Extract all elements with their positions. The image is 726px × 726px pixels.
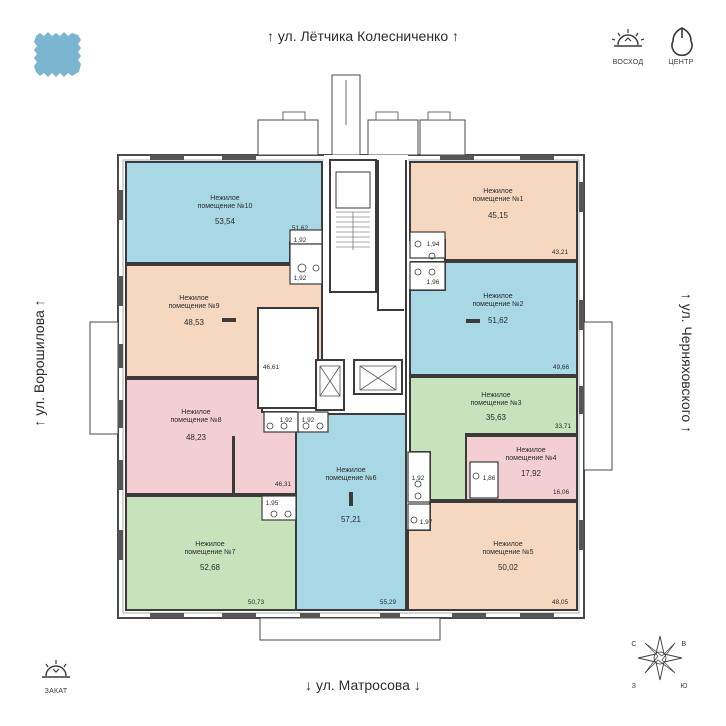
room-1-label: Нежилое помещение №1 45,15 43,21 [473,188,569,256]
room-2-area: 51,62 [488,316,509,325]
room-8-line2: помещение №8 [171,417,222,424]
room-1-line1: Нежилое [483,188,513,195]
room-10-line1: Нежилое [210,195,240,202]
bath-label-3: 1,92 [280,417,293,424]
bath-label-10: 1,97 [420,519,433,526]
bath-label-8: 1,92 [412,475,425,482]
bath-label-9: 1,86 [483,475,496,482]
room-7-corner: 50,73 [248,599,265,606]
room-2-line2: помещение №2 [473,301,524,308]
bathrooms [261,229,499,531]
bath-8b [297,411,329,433]
logo-icon [34,32,81,77]
bath-label-1: 1,92 [294,237,307,244]
compass-e: В [682,641,687,648]
room-5-line2: помещение №5 [483,549,534,556]
room-10-corner: 51,62 [292,225,309,232]
stairs [336,211,370,250]
room-2-line1: Нежилое [483,293,513,300]
compass-icon [637,635,683,681]
bath-label-4: 1,92 [302,417,315,424]
room-3-corner: 33,71 [555,423,572,430]
interior-marks [222,318,480,506]
room-5-line1: Нежилое [493,541,523,548]
bath-label-6: 1,94 [427,241,440,248]
bath-10b [289,243,323,285]
room-3-area: 35,63 [486,413,507,422]
room-6-line2: помещение №6 [326,475,377,482]
room-7-label: Нежилое помещение №7 52,68 50,73 [185,541,265,606]
street-right: ↑ ул. Черняховского ↑ [679,293,695,433]
room-6-label: Нежилое помещение №6 57,21 55,29 [326,467,397,606]
room-9-label: Нежилое помещение №9 48,53 46,61 [169,295,280,371]
center-label: ЦЕНТР [668,59,693,66]
sunset-icon [42,660,70,678]
room-6-area: 57,21 [341,515,362,524]
bath-label-2: 1,92 [294,275,307,282]
elevator-1 [315,359,345,411]
room-4-line2: помещение №4 [506,455,557,462]
room-2-corner: 49,66 [553,364,570,371]
room-1-line2: помещение №1 [473,196,524,203]
sunset-label: ЗАКАТ [45,688,68,695]
compass-s: Ю [680,683,687,690]
room-6-fill [295,413,407,611]
street-left: ↑ ул. Ворошилова ↑ [31,299,47,426]
room-3-line1: Нежилое [481,392,511,399]
room-5-fill [407,501,578,611]
room-9-line2: помещение №9 [169,303,220,310]
windows [118,155,584,618]
bath-5 [407,503,431,531]
bath-1 [409,231,446,259]
sunrise-label: ВОСХОД [613,59,644,66]
room-9-corner: 46,61 [263,364,280,371]
compass-n: С [631,641,636,648]
room-5-label: Нежилое помещение №5 50,02 48,05 [483,541,569,606]
bath-label-5: 1,95 [266,500,279,507]
room-10-area: 53,54 [215,217,236,226]
corridor-block [257,307,319,409]
bath-3 [407,451,431,503]
fixtures [266,240,480,524]
room-8-corner: 46,31 [275,481,292,488]
room-4-line1: Нежилое [516,447,546,454]
room-4-label: Нежилое помещение №4 17,92 16,06 [506,447,570,496]
room-7-area: 52,68 [200,563,221,572]
center-icon [671,27,693,57]
room-3-label: Нежилое помещение №3 35,63 33,71 [471,392,572,430]
room-7-line2: помещение №7 [185,549,236,556]
room-10-label: Нежилое помещение №10 53,54 51,62 [198,195,309,232]
core [257,155,408,414]
room-8-area: 48,23 [186,433,207,442]
street-bottom: ↓ ул. Матросова ↓ [305,677,421,693]
room-4-area: 17,92 [521,469,542,478]
room-1-corner: 43,21 [552,249,569,256]
room-3-line2: помещение №3 [471,400,522,407]
bath-labels: 1,92 1,92 1,92 1,92 1,95 1,94 1,96 1,92 … [266,237,496,526]
room-9-area: 48,53 [184,318,205,327]
room-5-corner: 48,05 [552,599,569,606]
room-6-line1: Нежилое [336,467,366,474]
room-5-area: 50,02 [498,563,519,572]
compass-w: З [632,683,637,690]
room-8-line1: Нежилое [181,409,211,416]
room-7-line1: Нежилое [195,541,225,548]
room-10-line2: помещение №10 [198,203,253,210]
bath-4 [469,461,499,499]
street-top: ↑ ул. Лётчика Колесниченко ↑ [267,28,459,44]
sunrise-icon [611,29,645,47]
room-6-corner: 55,29 [380,599,397,606]
room-9-line1: Нежилое [179,295,209,302]
room-4-corner: 16,06 [553,489,570,496]
room-8-label: Нежилое помещение №8 48,23 46,31 [171,409,292,488]
bath-label-7: 1,96 [427,279,440,286]
bath-2 [409,261,446,291]
room-1-area: 45,15 [488,211,509,220]
room-2-label: Нежилое помещение №2 51,62 49,66 [473,293,570,371]
